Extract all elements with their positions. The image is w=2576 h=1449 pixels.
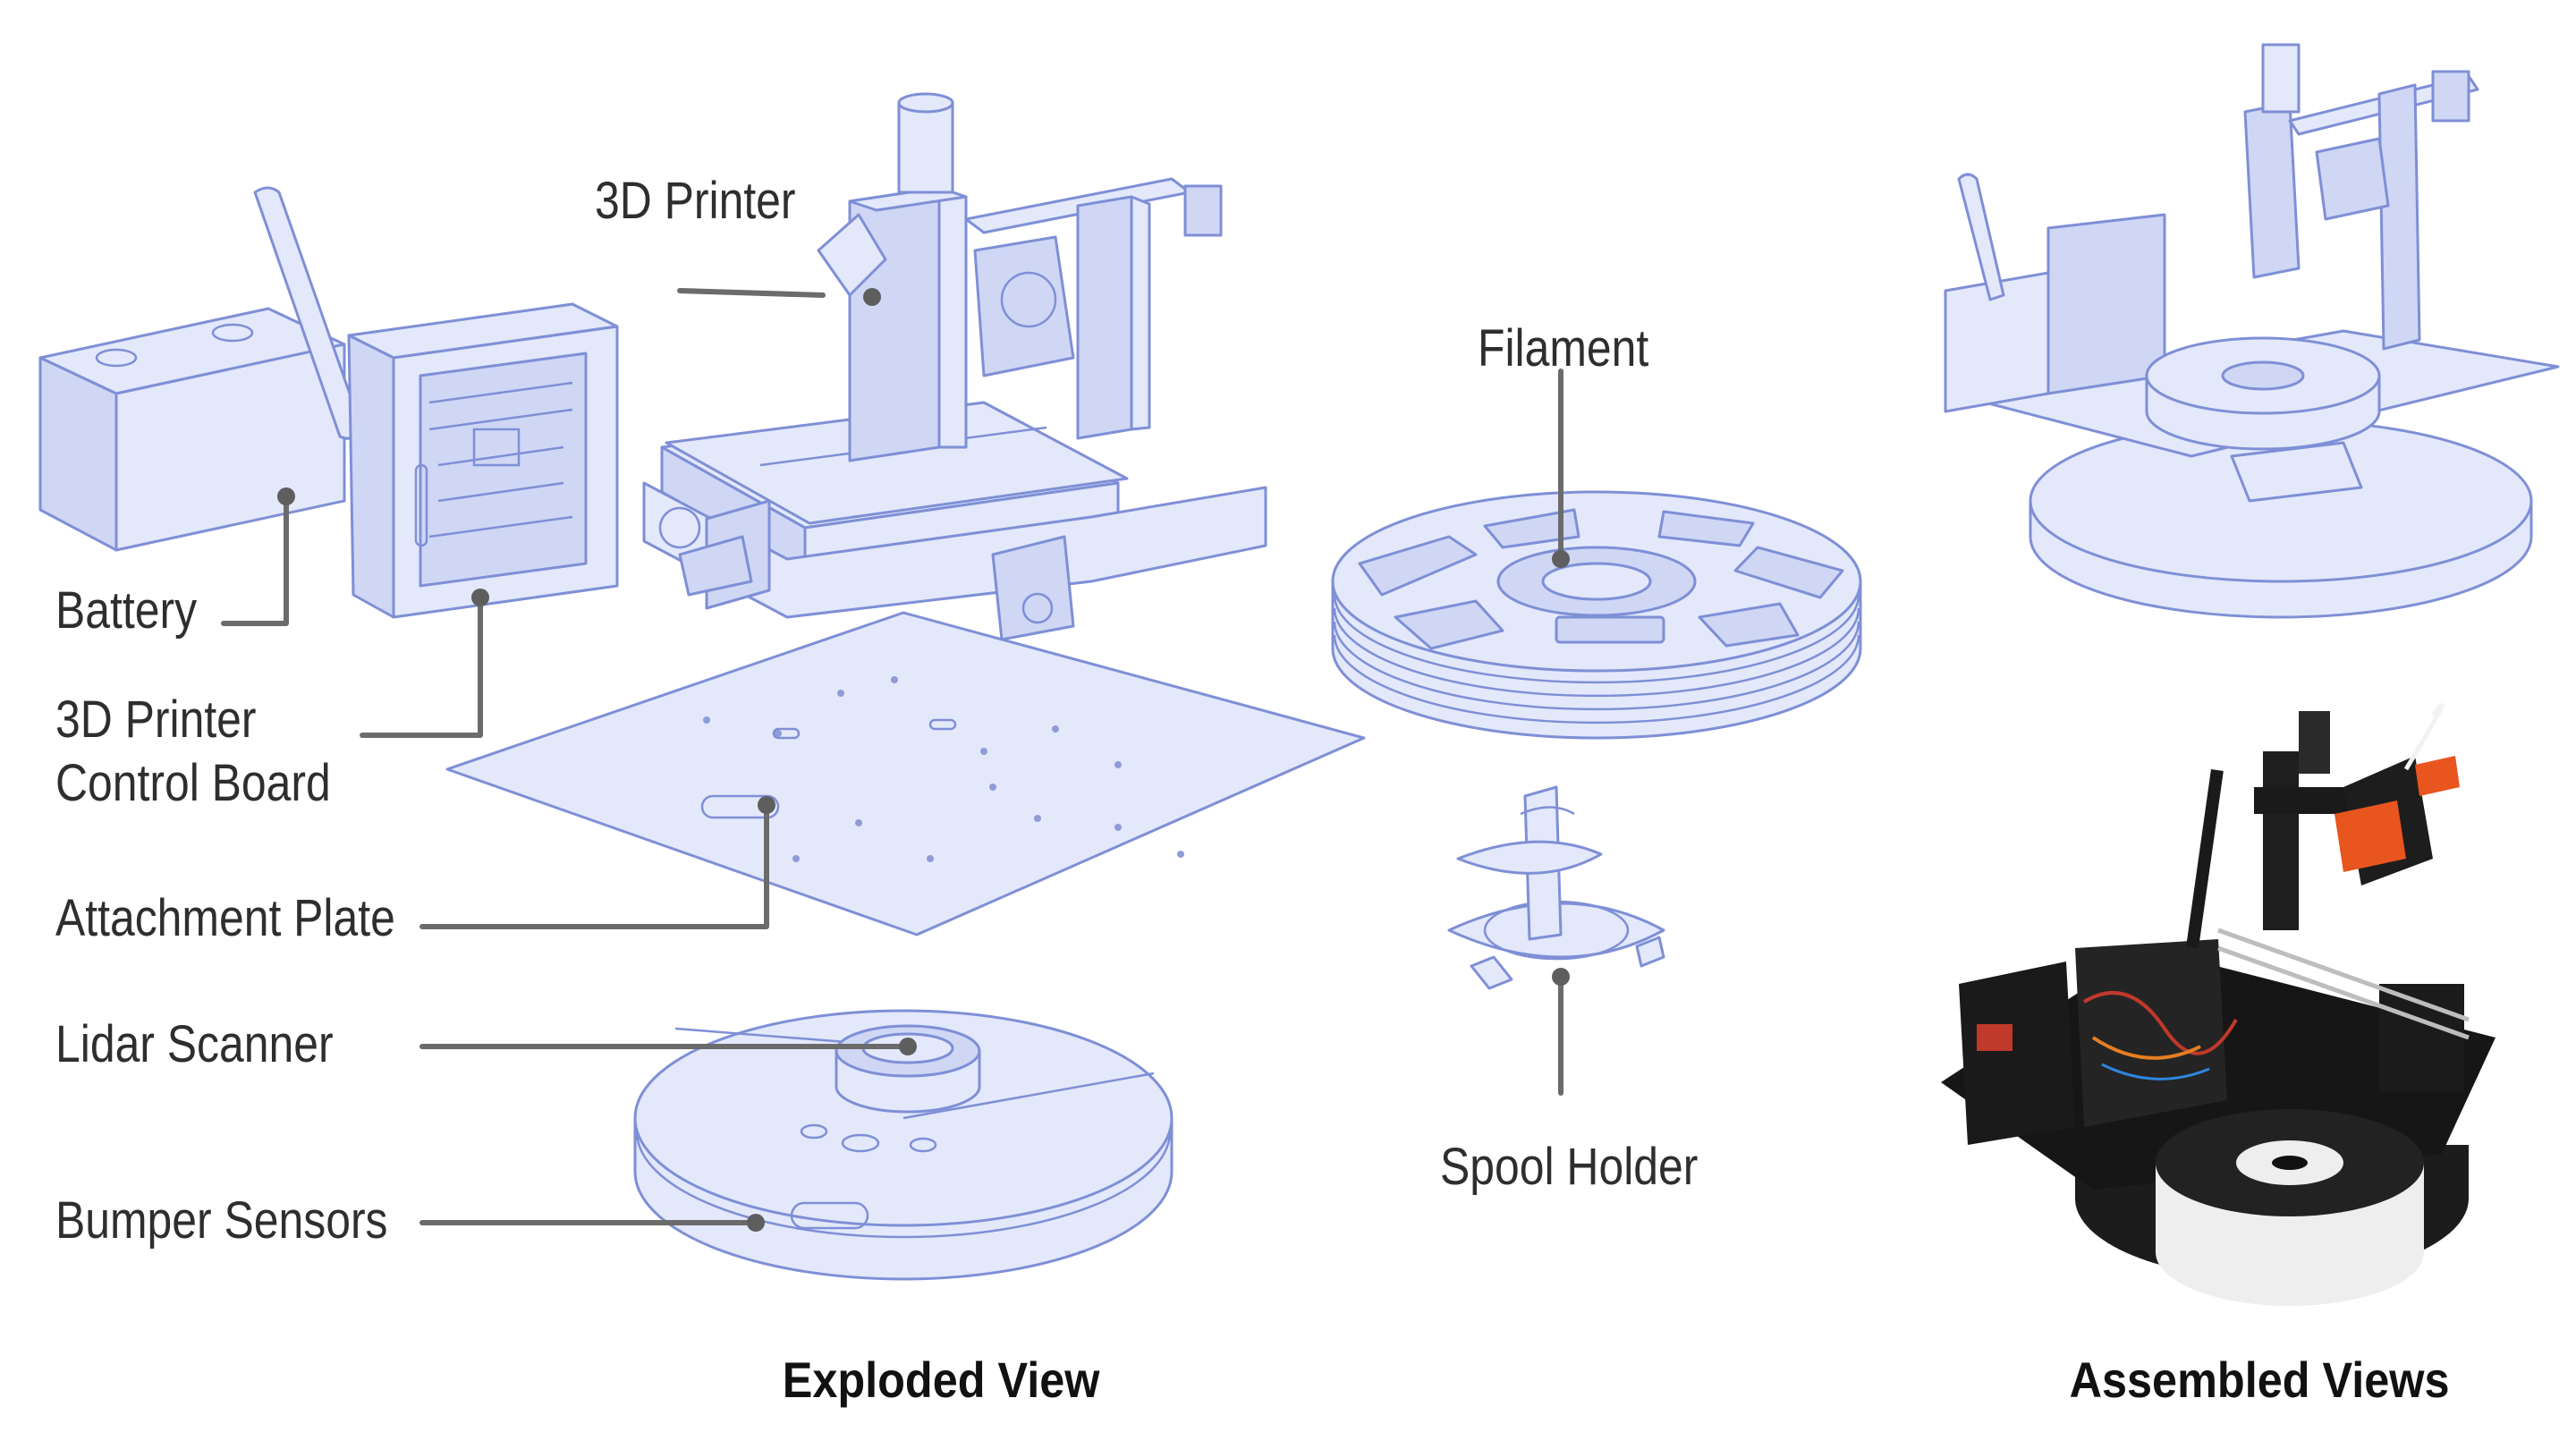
assembled-views-caption: Assembled Views (2069, 1352, 2450, 1408)
battery-label: Battery (55, 581, 198, 640)
printer-part (642, 92, 1267, 641)
filament-spool-part (1331, 490, 1862, 740)
spool-holder-label: Spool Holder (1440, 1138, 1699, 1196)
attachment-plate-label: Attachment Plate (55, 889, 395, 947)
battery-part (38, 307, 346, 552)
attachment-plate-part (445, 611, 1366, 936)
control-board-part (347, 302, 619, 619)
robot-base-part (633, 1009, 1174, 1281)
assembled-photo (1941, 703, 2496, 1306)
leader-lines (221, 288, 1570, 1232)
bumper-sensors-label: Bumper Sensors (55, 1191, 388, 1250)
exploded-view-caption: Exploded View (782, 1352, 1100, 1408)
printer-label: 3D Printer (595, 172, 796, 230)
control-board-label: 3D Printer Control Board (55, 691, 331, 812)
filament-label: Filament (1478, 319, 1649, 377)
assembled-render (1944, 43, 2560, 619)
spool-holder-part (1447, 785, 1665, 990)
lidar-scanner-label: Lidar Scanner (55, 1015, 334, 1073)
